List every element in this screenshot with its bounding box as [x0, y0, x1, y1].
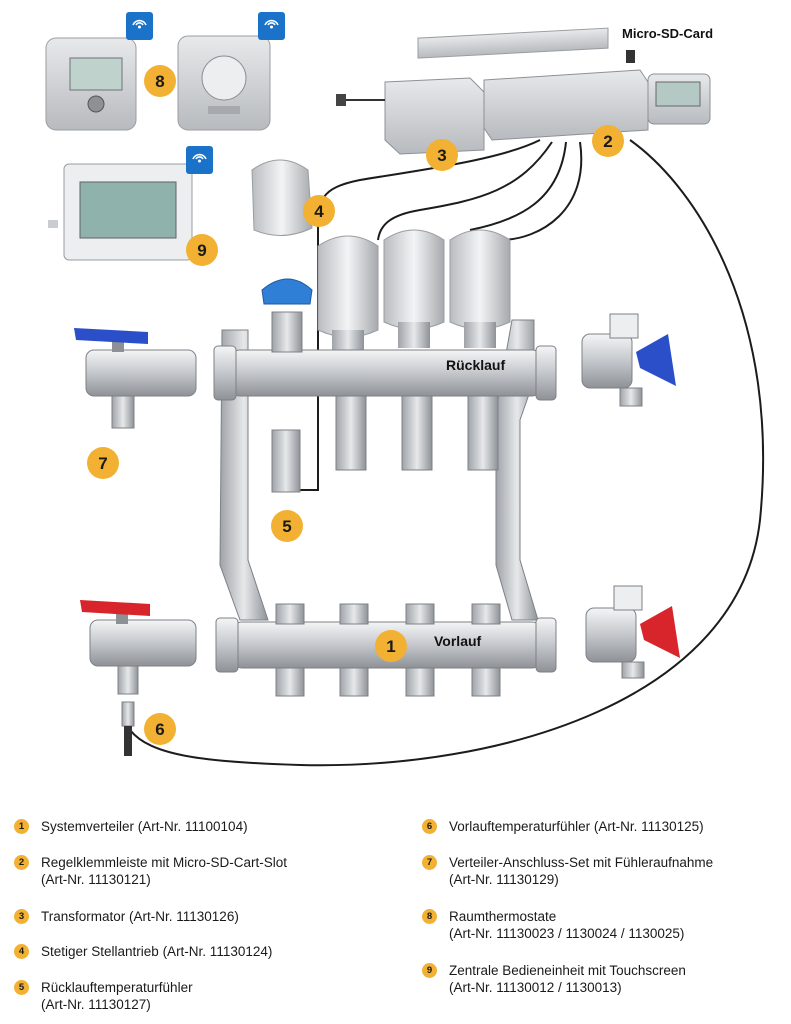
legend-item-3: 3 Transformator (Art-Nr. 11130126)	[14, 908, 239, 925]
legend-number: 2	[14, 855, 29, 870]
legend-item-8: 8 Raumthermostate (Art-Nr. 11130023 / 11…	[422, 908, 684, 942]
legend-number: 4	[14, 944, 29, 959]
svg-text:7: 7	[98, 454, 107, 473]
supply-sensor	[121, 701, 135, 756]
legend-item-2: 2 Regelklemmleiste mit Micro-SD-Cart-Slo…	[14, 854, 287, 888]
ball-valve-red	[80, 600, 197, 695]
legend-text: Vorlauftemperaturfühler (Art-Nr. 1113012…	[449, 819, 704, 834]
bracket-left	[219, 329, 269, 621]
legend-text: Zentrale Bedieneinheit mit Touchscreen (…	[449, 963, 686, 995]
micro-sd-card	[417, 27, 635, 63]
legend-text: Verteiler-Anschluss-Set mit Fühleraufnah…	[449, 855, 714, 887]
badge-9: 9	[186, 234, 218, 266]
legend-item-5: 5 Rücklauftemperaturfühler (Art-Nr. 1113…	[14, 979, 193, 1013]
return-manifold	[213, 311, 557, 401]
blue-cap	[261, 278, 313, 305]
svg-text:9: 9	[197, 241, 206, 260]
return-outlets	[271, 395, 499, 493]
legend-item-9: 9 Zentrale Bedieneinheit mit Touchscreen…	[422, 962, 686, 996]
system-diagram: Micro-SD-Card	[45, 12, 765, 767]
svg-text:2: 2	[603, 132, 612, 151]
legend-text: Stetiger Stellantrieb (Art-Nr. 11130124)	[41, 944, 273, 959]
legend-number: 8	[422, 909, 437, 924]
legend-item-4: 4 Stetiger Stellantrieb (Art-Nr. 1113012…	[14, 943, 272, 960]
vorlauf-label: Vorlauf	[434, 633, 482, 649]
legend-text: Raumthermostate (Art-Nr. 11130023 / 1130…	[449, 909, 685, 941]
actuator-spare	[251, 159, 313, 236]
svg-text:6: 6	[155, 720, 164, 739]
ball-valve-blue	[74, 328, 197, 429]
badge-8: 8	[144, 65, 176, 97]
end-fitting-red	[585, 585, 680, 679]
room-thermostat-1	[45, 37, 137, 131]
legend-item-1: 1 Systemverteiler (Art-Nr. 11100104)	[14, 818, 248, 835]
badge-2: 2	[592, 125, 624, 157]
legend-text: Transformator (Art-Nr. 11130126)	[41, 909, 239, 924]
end-fitting-blue	[581, 313, 676, 407]
badge-5: 5	[271, 510, 303, 542]
legend-number: 6	[422, 819, 437, 834]
legend-number: 9	[422, 963, 437, 978]
legend-text: Systemverteiler (Art-Nr. 11100104)	[41, 819, 248, 834]
legend-item-7: 7 Verteiler-Anschluss-Set mit Fühleraufn…	[422, 854, 713, 888]
legend-number: 3	[14, 909, 29, 924]
funkline-icon	[258, 12, 285, 40]
actuator-3	[449, 229, 511, 348]
transformer	[336, 77, 485, 155]
actuator-2	[383, 229, 445, 348]
actuator-1	[317, 235, 379, 352]
legend: 1 Systemverteiler (Art-Nr. 11100104) 2 R…	[0, 800, 791, 1024]
control-terminal-strip	[483, 69, 711, 141]
ruecklauf-label: Rücklauf	[446, 357, 505, 373]
svg-text:4: 4	[314, 202, 324, 221]
central-touchscreen-unit	[48, 163, 193, 261]
svg-text:1: 1	[386, 637, 395, 656]
legend-text: Regelklemmleiste mit Micro-SD-Cart-Slot …	[41, 855, 288, 887]
legend-number: 7	[422, 855, 437, 870]
legend-text: Rücklauftemperaturfühler (Art-Nr. 111301…	[41, 980, 193, 1012]
micro-sd-label: Micro-SD-Card	[622, 26, 713, 41]
badge-1: 1	[375, 630, 407, 662]
funkline-icon	[126, 12, 153, 40]
svg-text:8: 8	[155, 72, 164, 91]
legend-number: 1	[14, 819, 29, 834]
funkline-icon	[186, 146, 213, 174]
legend-item-6: 6 Vorlauftemperaturfühler (Art-Nr. 11130…	[422, 818, 704, 835]
svg-text:5: 5	[282, 517, 291, 536]
legend-number: 5	[14, 980, 29, 995]
badge-6: 6	[144, 713, 176, 745]
svg-text:3: 3	[437, 146, 446, 165]
badge-3: 3	[426, 139, 458, 171]
badge-4: 4	[303, 195, 335, 227]
room-thermostat-2	[177, 35, 271, 131]
badge-7: 7	[87, 447, 119, 479]
